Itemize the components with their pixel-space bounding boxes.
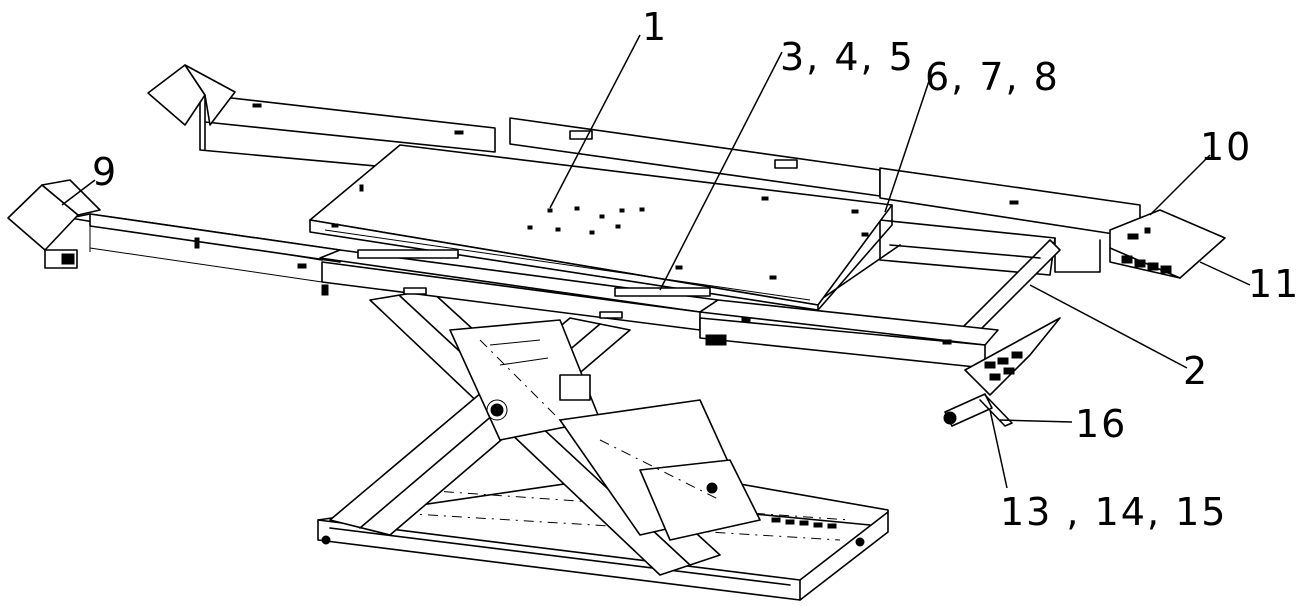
callout-6-7-8: 6, 7, 8 [925,55,1060,99]
near-runway [7,179,1061,427]
scissor-arms [329,289,761,576]
callout-9: 9 [92,150,119,194]
far-right-ramp [1109,209,1226,279]
base-track-slots [771,517,837,529]
ramp-slots-far [1121,227,1172,274]
callout-10: 10 [1200,125,1253,169]
far-runway [147,64,1141,239]
callout-1: 1 [642,5,669,49]
callout-3-4-5: 3, 4, 5 [780,35,915,79]
ramp-slots-near [984,351,1023,381]
callout-2: 2 [1183,349,1210,393]
leader-lines [61,34,1251,489]
deck-holes [331,184,869,280]
callout-13-14-15: 13 , 14, 15 [1000,490,1228,534]
callout-16: 16 [1075,402,1128,446]
callout-11: 11 [1248,262,1300,306]
